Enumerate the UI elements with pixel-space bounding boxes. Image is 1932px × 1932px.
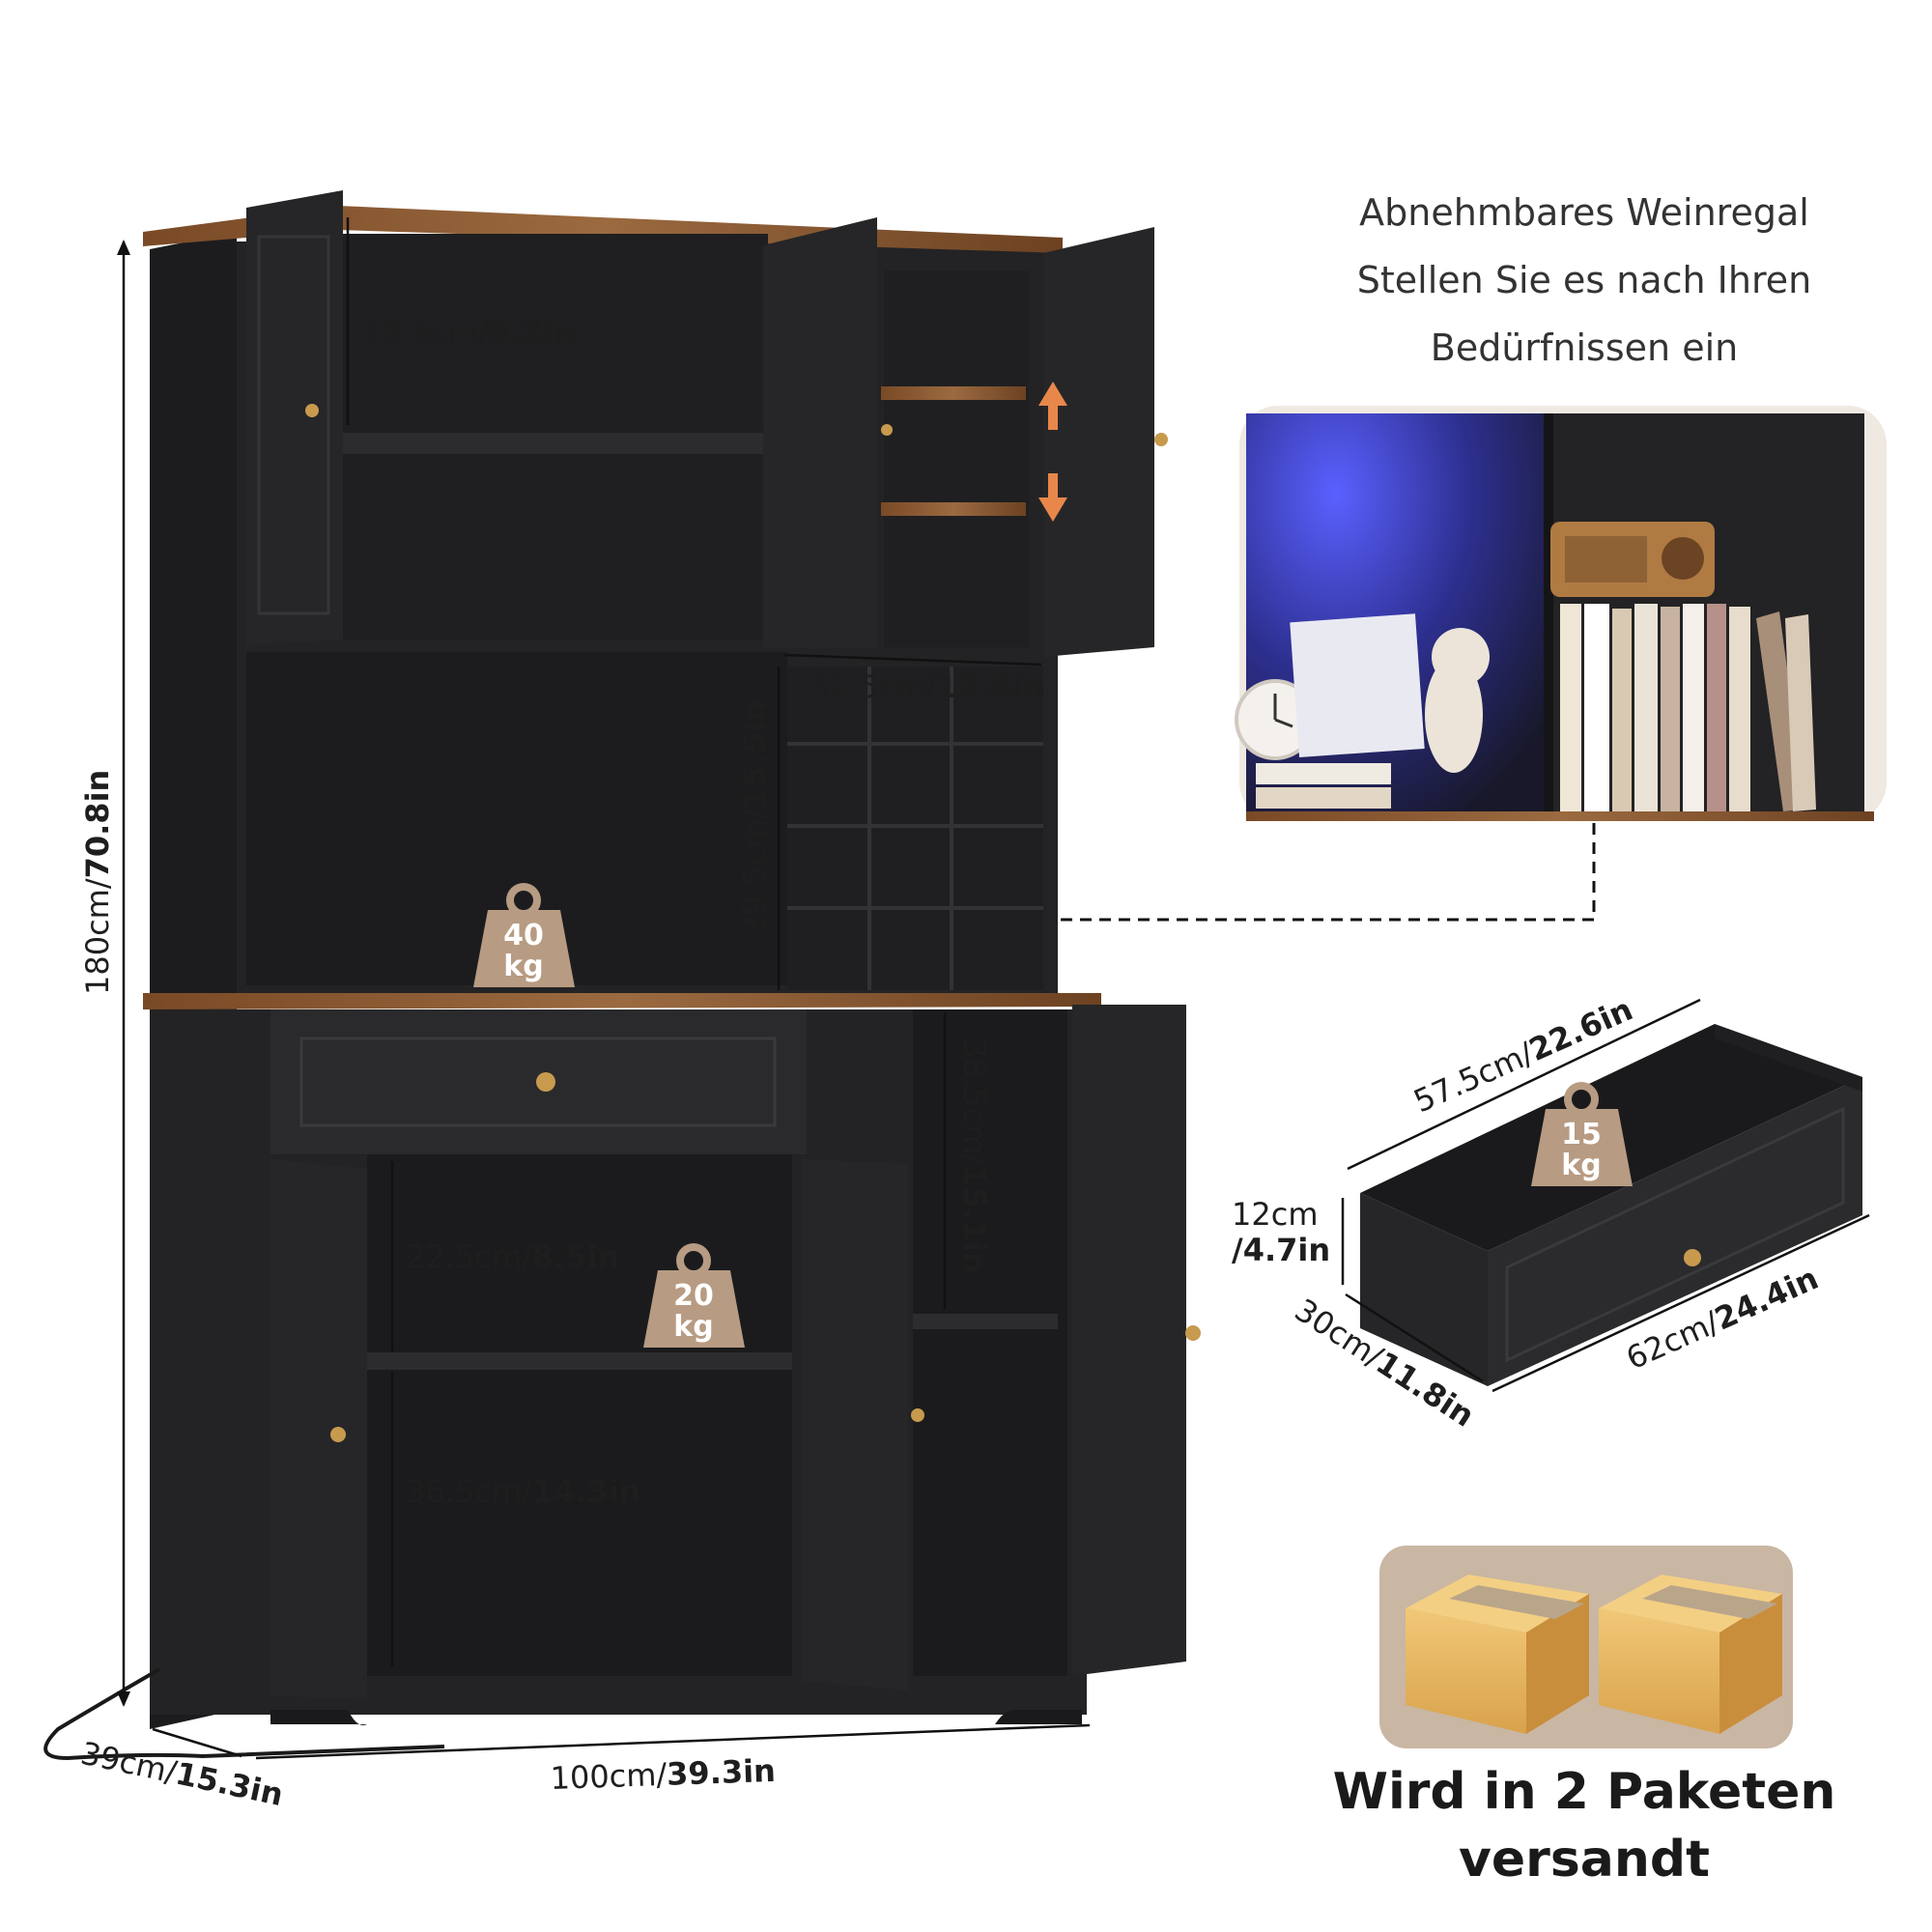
svg-text:15: 15 <box>1561 1118 1602 1151</box>
upper-left-door <box>246 190 343 645</box>
dim-depth: 39cm/15.3in <box>77 1735 286 1813</box>
shipping-boxes <box>1379 1546 1793 1748</box>
detail-connector <box>1058 823 1596 922</box>
dim-drawer-height-in: /4.7in <box>1232 1232 1330 1268</box>
shipping-note: Wird in 2 Paketen versandt <box>1314 1758 1855 1893</box>
weight-badge-drawer: 15 kg <box>1531 1082 1633 1186</box>
shipping-line-2: versandt <box>1459 1831 1710 1889</box>
lower-mid-door <box>802 1159 908 1690</box>
dim-wine-height: 39.5cm/15.5in <box>736 700 773 936</box>
wine-rail-bottom <box>881 502 1026 516</box>
shipping-line-1: Wird in 2 Paketen <box>1332 1763 1836 1821</box>
dimension-lines <box>122 217 1091 1760</box>
svg-text:40: 40 <box>503 919 544 952</box>
dim-total-height: 180cm/70.8in <box>79 770 116 995</box>
knob <box>911 1408 924 1422</box>
feature-line-2: Stellen Sie es nach Ihren <box>1356 259 1812 301</box>
weight-badge-counter: 40 kg <box>473 883 575 987</box>
knob <box>1154 433 1168 446</box>
dim-lower-shelf-lower: 36.5cm/14.3in <box>406 1473 641 1510</box>
wine-rail-top <box>881 386 1026 400</box>
feature-title: Abnehmbares Weinregal <box>1359 191 1809 234</box>
svg-text:kg: kg <box>1561 1149 1601 1182</box>
dim-width: 100cm/39.3in <box>550 1752 777 1797</box>
knob <box>536 1072 555 1092</box>
knob <box>1684 1249 1701 1266</box>
dim-lower-shelf-upper: 22.5cm/8.5in <box>406 1238 619 1275</box>
knob <box>881 424 893 436</box>
upper-mid-door <box>763 217 877 647</box>
knob <box>305 404 319 417</box>
weight-badge-shelf: 20 kg <box>643 1243 745 1348</box>
dim-top-shelf: 23.5cm/9.2in <box>362 314 576 351</box>
package-icon <box>1406 1575 1589 1734</box>
dim-wine-width: 31.5cm/12.4in <box>810 668 1045 705</box>
upper-right-door <box>1043 227 1154 657</box>
dim-drawer-height-cm: 12cm <box>1232 1196 1318 1233</box>
package-icon <box>1599 1575 1782 1734</box>
detail-photo <box>1235 406 1887 821</box>
dim-right-cabinet: 38.5cm/15.1in <box>956 1038 993 1274</box>
feature-line-3: Bedürfnissen ein <box>1430 327 1739 369</box>
svg-text:kg: kg <box>503 950 543 983</box>
wine-rack <box>787 667 1043 990</box>
drawer-dimension-lines <box>1341 998 1870 1393</box>
svg-text:kg: kg <box>673 1310 713 1344</box>
lower-left-door <box>270 1159 367 1700</box>
cabinet <box>43 190 1201 1761</box>
knob <box>1185 1325 1201 1341</box>
knob <box>330 1427 346 1442</box>
adjust-down-arrow-icon <box>1038 473 1067 522</box>
adjust-up-arrow-icon <box>1038 382 1067 430</box>
counter-wood-board <box>143 993 1101 1009</box>
lower-right-door <box>1072 1005 1186 1676</box>
power-cord <box>43 1667 445 1761</box>
svg-text:20: 20 <box>673 1279 714 1313</box>
